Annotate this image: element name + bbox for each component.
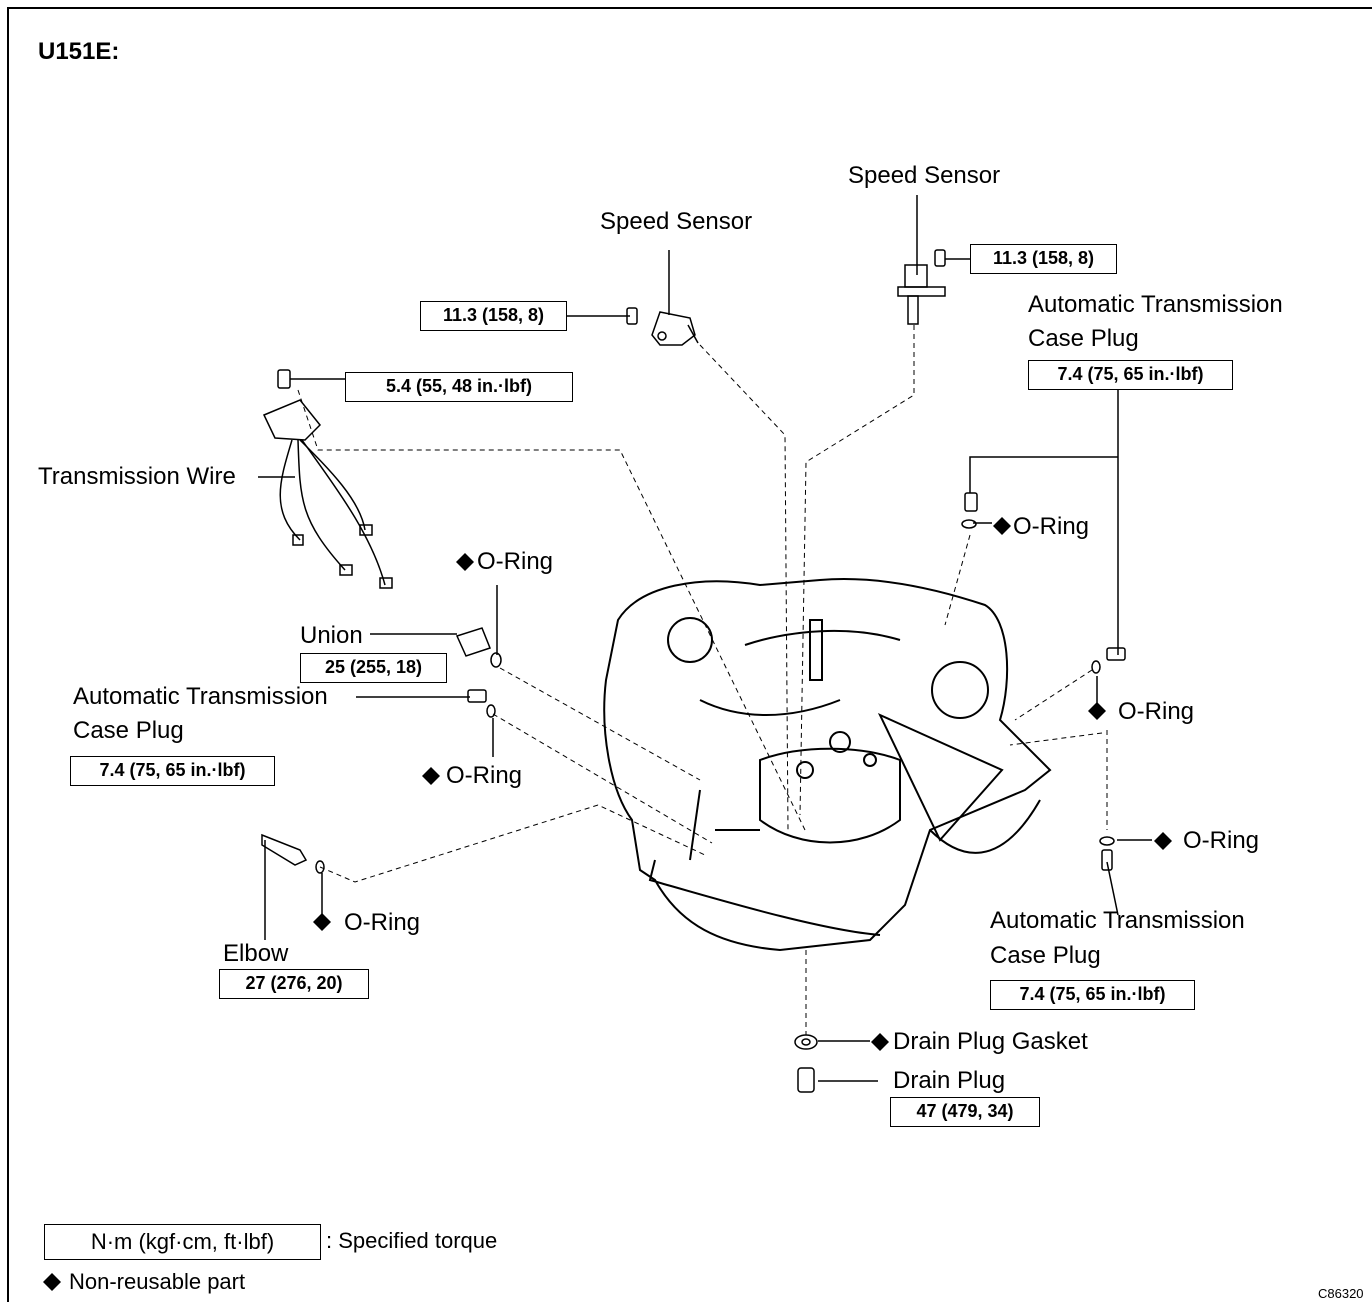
legend-non-reusable: Non-reusable part xyxy=(69,1269,246,1294)
oring-union-label: O-Ring xyxy=(477,548,554,575)
oring-case-plug-left-label: O-Ring xyxy=(446,762,523,789)
oring-top-label: O-Ring xyxy=(1013,513,1090,540)
elbow-label: Elbow xyxy=(223,940,289,967)
torque-speed-sensor-right: 11.3 (158, 8) xyxy=(970,244,1117,274)
torque-speed-sensor-left: 11.3 (158, 8) xyxy=(420,301,567,331)
transmission-wire-label: Transmission Wire xyxy=(38,463,236,490)
case-plug-bottom-label-line2: Case Plug xyxy=(990,942,1101,969)
torque-case-plug-left: 7.4 (75, 65 in.·lbf) xyxy=(70,756,275,786)
case-plug-bottom-label-line1: Automatic Transmission xyxy=(990,907,1245,934)
speed-sensor-left-label: Speed Sensor xyxy=(600,208,753,235)
torque-drain-plug: 47 (479, 34) xyxy=(890,1097,1040,1127)
union-label: Union xyxy=(300,622,363,649)
torque-elbow: 27 (276, 20) xyxy=(219,969,369,999)
case-plug-top-label-line1: Automatic Transmission xyxy=(1028,291,1283,318)
oring-right-low-label: O-Ring xyxy=(1183,827,1260,854)
case-plug-left-label-line1: Automatic Transmission xyxy=(73,683,328,710)
case-plug-left-label-line2: Case Plug xyxy=(73,717,184,744)
leader-lines xyxy=(258,195,1152,1082)
transmission-assembly xyxy=(603,578,1052,952)
legend-torque-unit-desc: : Specified torque xyxy=(326,1228,498,1253)
figure-code: C86320 xyxy=(1318,1286,1364,1301)
legend-torque-unit-box: N·m (kgf·cm, ft·lbf) xyxy=(44,1224,321,1260)
speed-sensor-right-label: Speed Sensor xyxy=(848,162,1001,189)
diagram-frame xyxy=(7,7,1372,1302)
diamond-icon xyxy=(43,517,1172,1291)
small-parts xyxy=(261,249,1126,1093)
torque-transmission-wire: 5.4 (55, 48 in.·lbf) xyxy=(345,372,573,402)
drain-plug-label: Drain Plug xyxy=(893,1067,1006,1094)
oring-elbow-label: O-Ring xyxy=(344,909,421,936)
oring-right-mid-label: O-Ring xyxy=(1118,698,1195,725)
torque-case-plug-bottom: 7.4 (75, 65 in.·lbf) xyxy=(990,980,1195,1010)
case-plug-top-label-line2: Case Plug xyxy=(1028,325,1139,352)
drain-plug-gasket-label: Drain Plug Gasket xyxy=(893,1028,1088,1055)
torque-case-plug-top: 7.4 (75, 65 in.·lbf) xyxy=(1028,360,1233,390)
page-title: U151E: xyxy=(38,38,120,65)
torque-union: 25 (255, 18) xyxy=(300,653,447,683)
